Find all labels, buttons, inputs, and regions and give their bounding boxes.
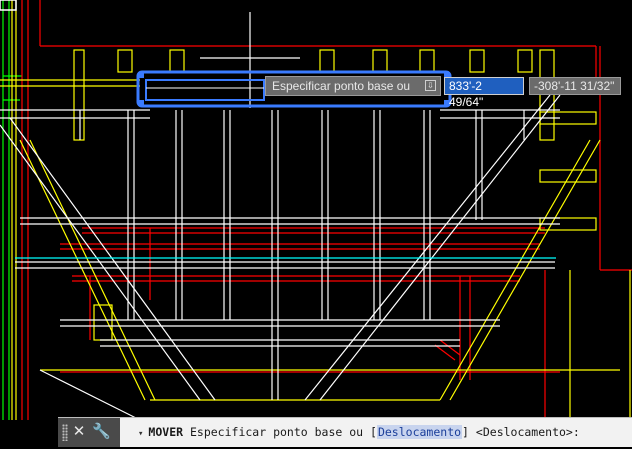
command-prompt-text: Especificar ponto base ou (189, 425, 364, 439)
x-coordinate-input[interactable]: 833'-2 49/64" (444, 77, 524, 109)
chevron-down-icon[interactable]: ▾ (138, 429, 144, 439)
grip-icon[interactable] (62, 424, 68, 441)
red-frame (21, 0, 632, 420)
bracket-close: ] (462, 425, 469, 439)
close-icon[interactable]: ✕ (72, 423, 86, 440)
command-name: MOVER (148, 425, 184, 439)
command-prompt[interactable]: ▾ MOVER Especificar ponto base ou [Desloc… (138, 418, 580, 447)
yellow-structure (0, 0, 631, 420)
option-deslocamento[interactable]: Deslocamento (376, 425, 463, 439)
arrow-down-icon[interactable]: ⇩ (425, 80, 436, 91)
corner-marker (0, 0, 17, 11)
prompt-tooltip: Especificar ponto base ou ⇩ (265, 76, 441, 96)
bracket-open: [ (370, 425, 377, 439)
command-line[interactable]: ✕ 🔧 ▾ MOVER Especificar ponto base ou [De… (58, 417, 632, 447)
wrench-icon[interactable]: 🔧 (92, 423, 111, 440)
command-line-handle[interactable]: ✕ 🔧 (58, 418, 120, 447)
y-coordinate-input[interactable]: -308'-11 31/32" (529, 77, 621, 95)
white-structure (0, 12, 561, 421)
prompt-tooltip-text: Especificar ponto base ou (272, 79, 411, 93)
default-option: <Deslocamento>: (475, 425, 580, 439)
